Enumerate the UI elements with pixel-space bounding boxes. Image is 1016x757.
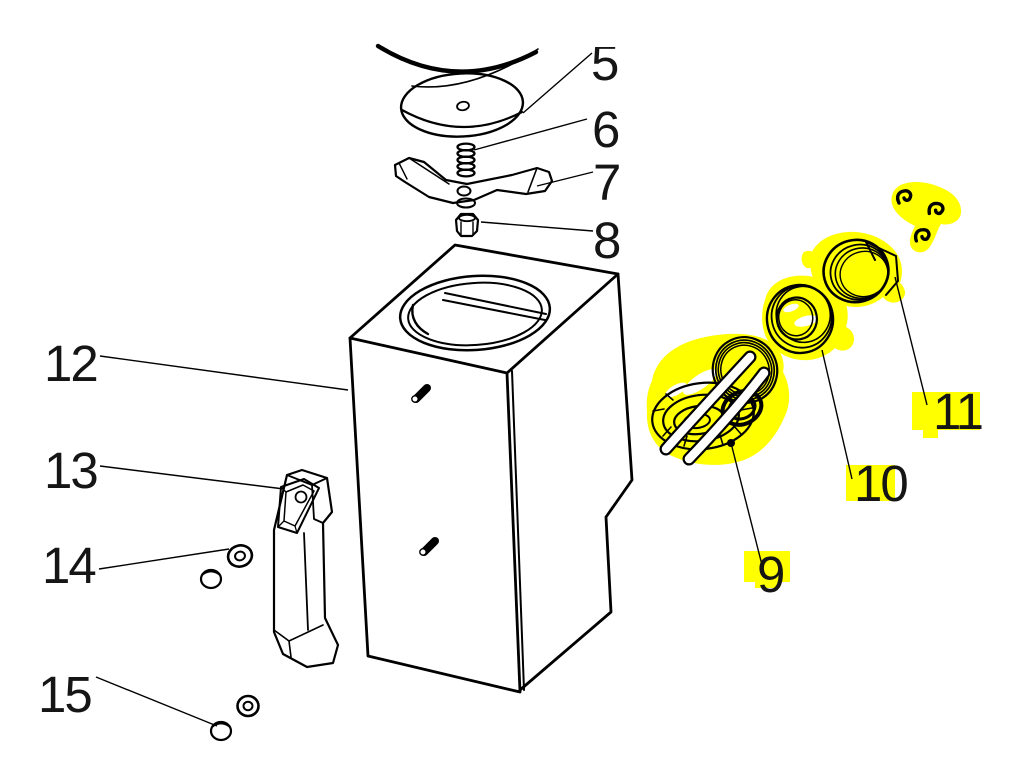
callout-7: 7 [593,154,619,211]
leader-line-9 [730,442,763,566]
pin-upper [411,384,431,403]
leader-line-12 [99,355,349,391]
part-12-main-body [348,243,634,694]
callout-9: 9 [757,546,783,603]
callout-15: 15 [38,666,91,723]
leader-line-14 [98,548,230,570]
part-14-washer-nut [199,544,254,590]
callout-8: 8 [593,212,620,269]
leader-line-11 [894,276,928,406]
leader-line-8 [480,221,594,232]
callout-13: 13 [44,442,97,499]
part-7-wing-lever [393,156,554,209]
leader-line-5 [522,52,593,114]
callout-12: 12 [44,335,97,392]
clipped-upper-part [375,43,539,88]
highlight-label-11 [912,392,980,438]
part-6-spring [456,142,476,178]
highlight-marks [646,181,980,588]
callout-11: 11 [933,383,982,440]
part-10-ring [765,283,835,355]
part-9-coiled-cord-cap [651,336,779,466]
hook-pins [895,189,945,243]
callout-5: 5 [591,34,618,91]
part-11-cap [822,238,899,304]
part-13-handle [272,468,340,669]
leader-line-7 [536,171,594,187]
hook-pin-icon [895,189,913,205]
part-5-disc [399,72,525,138]
pin-lower [419,537,439,556]
leader-lines [95,52,928,727]
cord-strands [659,350,771,466]
leader-line-13 [99,465,285,490]
leader-dot-9 [727,439,735,447]
leader-line-6 [473,118,588,151]
callout-10: 10 [854,455,907,512]
highlight-label-9 [744,551,790,588]
marker-gap [783,303,799,313]
part-8-hex-nut [454,212,480,238]
part-15-washer-nut [209,694,260,742]
hook-pin-icon [913,227,931,243]
marker-gap [683,369,717,395]
callout-14: 14 [42,537,95,594]
callout-6: 6 [592,101,619,158]
highlight-part-11-side [801,250,818,269]
leader-line-15 [95,676,218,727]
leader-line-10 [821,349,853,480]
highlight-label-10 [846,465,895,501]
hook-pin-icon [927,201,945,216]
callout-labels: 5 6 7 8 9 10 11 12 13 14 15 [38,34,984,723]
